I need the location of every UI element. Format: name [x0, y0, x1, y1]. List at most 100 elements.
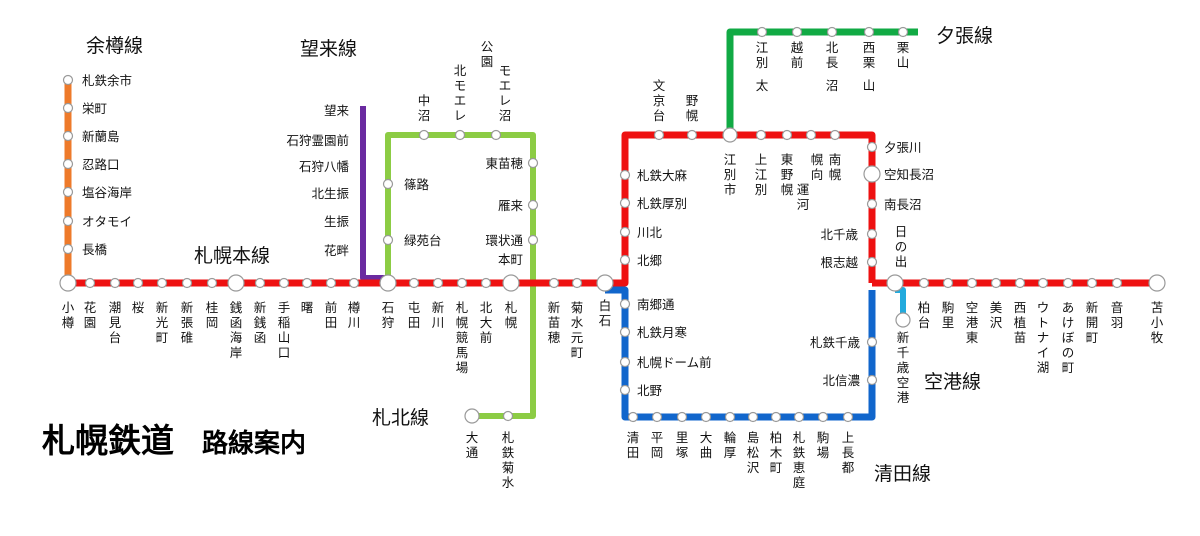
station-屯田[interactable]: [408, 277, 420, 289]
station-新光町[interactable]: [156, 277, 168, 289]
station-栄町[interactable]: [62, 102, 74, 114]
station-あけぼの町[interactable]: [1062, 277, 1074, 289]
station-島松沢[interactable]: [747, 411, 759, 423]
station-南幌[interactable]: [829, 129, 841, 141]
station-北大前[interactable]: [480, 277, 492, 289]
station-北千歳[interactable]: [866, 228, 878, 240]
station-モエレ沼公園[interactable]: [490, 129, 502, 141]
station-栗山[interactable]: [897, 26, 909, 38]
station-北信濃[interactable]: [866, 374, 878, 386]
station-label-大曲: 大曲: [700, 430, 713, 460]
station-label-島松沢: 島松沢: [747, 430, 760, 475]
station-幌向運河[interactable]: [805, 129, 817, 141]
station-札鉄恵庭[interactable]: [793, 411, 805, 423]
station-東野幌[interactable]: [781, 129, 793, 141]
station-小樽[interactable]: [59, 274, 77, 292]
station-桂岡[interactable]: [206, 277, 218, 289]
station-清田[interactable]: [627, 411, 639, 423]
station-里塚[interactable]: [676, 411, 688, 423]
station-札鉄菊水[interactable]: [502, 410, 514, 422]
station-西植苗[interactable]: [1014, 277, 1026, 289]
station-新苗穂[interactable]: [548, 277, 560, 289]
station-札鉄千歳[interactable]: [866, 336, 878, 348]
station-銭函海岸[interactable]: [227, 274, 245, 292]
station-白石[interactable]: [596, 274, 614, 292]
station-札幌競馬場[interactable]: [456, 277, 468, 289]
station-美沢[interactable]: [990, 277, 1002, 289]
station-緑苑台[interactable]: [382, 234, 394, 246]
station-label-南郷通: 南郷通: [637, 297, 675, 312]
station-ウトナイ湖[interactable]: [1037, 277, 1049, 289]
station-駒里[interactable]: [942, 277, 954, 289]
station-石狩[interactable]: [379, 274, 397, 292]
station-札鉄大麻[interactable]: [619, 169, 631, 181]
station-江別市[interactable]: [722, 127, 738, 143]
station-忍路口[interactable]: [62, 158, 74, 170]
station-label-輪厚: 輪厚: [724, 430, 737, 460]
station-菊水元町[interactable]: [571, 277, 583, 289]
station-篠路[interactable]: [382, 178, 394, 190]
station-新千歳空港[interactable]: [895, 312, 911, 328]
station-札幌ドーム前[interactable]: [619, 356, 631, 368]
station-曙[interactable]: [301, 277, 313, 289]
station-川北[interactable]: [619, 226, 631, 238]
station-label-北モエレ: 北モエレ: [454, 63, 467, 123]
station-label-札鉄菊水: 札鉄菊水: [502, 430, 515, 490]
station-南長沼[interactable]: [866, 198, 878, 210]
station-北長沼[interactable]: [826, 26, 838, 38]
station-東苗穂[interactable]: [527, 157, 539, 169]
station-label-篠路: 篠路: [404, 177, 430, 192]
station-北野[interactable]: [619, 384, 631, 396]
station-南郷通[interactable]: [619, 298, 631, 310]
station-夕張川[interactable]: [866, 141, 878, 153]
station-空港東[interactable]: [966, 277, 978, 289]
station-label-空港東: 空港東: [966, 300, 979, 345]
station-label-西栗山: 西栗: [863, 40, 876, 70]
station-日の出[interactable]: [886, 274, 904, 292]
station-上江別[interactable]: [755, 129, 767, 141]
station-label-石狩霊園前: 石狩霊園前: [286, 133, 349, 148]
station-江別太[interactable]: [756, 26, 768, 38]
station-駒場[interactable]: [817, 411, 829, 423]
station-音羽[interactable]: [1111, 277, 1123, 289]
station-大通[interactable]: [464, 408, 480, 424]
station-樽川[interactable]: [348, 277, 360, 289]
station-平岡[interactable]: [651, 411, 663, 423]
station-野幌[interactable]: [686, 129, 698, 141]
station-越前[interactable]: [791, 26, 803, 38]
station-北郷[interactable]: [619, 254, 631, 266]
station-新銭函[interactable]: [254, 277, 266, 289]
station-新川[interactable]: [432, 277, 444, 289]
station-札鉄厚別[interactable]: [619, 197, 631, 209]
station-西栗山[interactable]: [863, 26, 875, 38]
station-手稲山口[interactable]: [278, 277, 290, 289]
station-柏台[interactable]: [918, 277, 930, 289]
station-花園[interactable]: [84, 277, 96, 289]
station-中沼[interactable]: [418, 129, 430, 141]
station-苫小牧[interactable]: [1148, 274, 1166, 292]
station-長橋[interactable]: [62, 243, 74, 255]
station-大曲[interactable]: [700, 411, 712, 423]
station-環状通本町[interactable]: [527, 234, 539, 246]
station-新張碓[interactable]: [181, 277, 193, 289]
station-潮見台[interactable]: [109, 277, 121, 289]
station-桜[interactable]: [132, 277, 144, 289]
station-柏木町[interactable]: [770, 411, 782, 423]
station-札鉄月寒[interactable]: [619, 326, 631, 338]
station-北モエレ[interactable]: [454, 129, 466, 141]
station-札幌[interactable]: [502, 274, 520, 292]
station-前田[interactable]: [325, 277, 337, 289]
station-塩谷海岸[interactable]: [62, 186, 74, 198]
station-上長都[interactable]: [842, 411, 854, 423]
station-空知長沼[interactable]: [863, 165, 881, 183]
station-label-新苗穂: 新苗穂: [548, 300, 561, 345]
station-輪厚[interactable]: [724, 411, 736, 423]
station-新開町[interactable]: [1086, 277, 1098, 289]
station-雁来[interactable]: [527, 199, 539, 211]
station-オタモイ[interactable]: [62, 215, 74, 227]
station-札鉄余市[interactable]: [62, 74, 74, 86]
station-label-東野幌: 東野幌: [781, 152, 794, 197]
station-文京台[interactable]: [653, 129, 665, 141]
station-根志越[interactable]: [866, 256, 878, 268]
station-新蘭島[interactable]: [62, 130, 74, 142]
